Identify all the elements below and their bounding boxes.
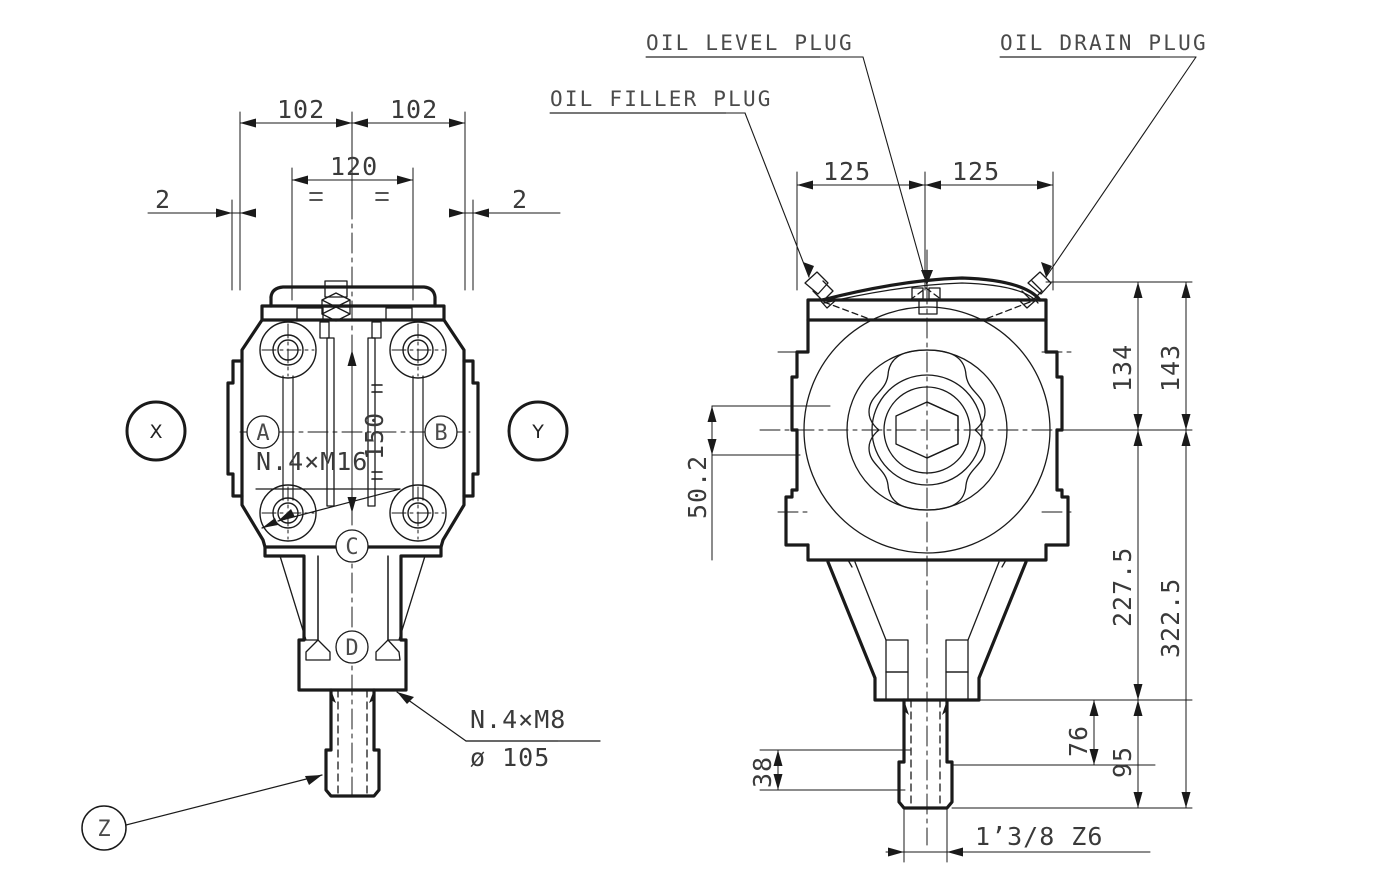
oil-level-plug-label: OIL LEVEL PLUG (646, 31, 854, 55)
plug-leader-arrowheads (803, 262, 1052, 285)
dim-120: 120 (330, 152, 378, 181)
dim-2-right: 2 (512, 185, 528, 214)
balloon-y-label: Y (531, 421, 544, 443)
balloon-b-label: B (434, 421, 447, 446)
m16-leader (255, 488, 401, 522)
text-layer: OIL LEVEL PLUG OIL FILLER PLUG OIL DRAIN… (97, 31, 1208, 851)
dim-150: 150 (360, 412, 389, 460)
balloon-z[interactable] (81, 805, 127, 851)
dim-102-left: 102 (277, 95, 325, 124)
dim-227-5: 227.5 (1108, 547, 1137, 627)
balloon-b[interactable] (424, 415, 458, 449)
left-view-housing-details (279, 280, 426, 794)
note-dia-105: ø 105 (470, 743, 550, 772)
dim-2-left: 2 (155, 185, 171, 214)
dim-322-5: 322.5 (1156, 578, 1185, 658)
left-dim-arrowheads (216, 118, 489, 218)
balloon-d[interactable] (335, 630, 369, 664)
right-view-vert-arrowheads (1089, 282, 1191, 808)
dim-143: 143 (1156, 344, 1185, 392)
balloon-c-label: C (345, 535, 358, 560)
note-n4xm16: N.4×M16 (256, 447, 368, 476)
right-view-group (549, 56, 1197, 863)
left-view-dimension-lines (147, 111, 561, 301)
right-view-50-2-dimension (711, 405, 831, 561)
z-leader (125, 774, 323, 826)
dim-134: 134 (1108, 344, 1137, 392)
balloon-x-label: X (149, 421, 162, 443)
dim-125-right: 125 (952, 157, 1000, 186)
label-underlines (466, 56, 1160, 742)
balloon-c[interactable] (335, 529, 369, 563)
balloon-z-label: Z (97, 817, 110, 842)
left-view-bolt-bosses (259, 321, 447, 542)
note-spline: 1’3/8 Z6 (975, 822, 1103, 851)
oil-filler-plug-label: OIL FILLER PLUG (550, 87, 773, 111)
dim-102-right: 102 (390, 95, 438, 124)
note-n4xm8: N.4×M8 (470, 705, 566, 734)
symmetry-ticks (309, 192, 389, 480)
balloon-d-label: D (345, 636, 358, 661)
dim-50-2: 50.2 (683, 455, 712, 519)
dim-125-left: 125 (823, 157, 871, 186)
balloon-x[interactable] (125, 400, 187, 462)
spline-dimension (885, 807, 1151, 863)
balloon-a[interactable] (246, 415, 280, 449)
right-view-vertical-dimensions (951, 281, 1193, 809)
left-view-group (81, 111, 601, 851)
oil-drain-plug-label: OIL DRAIN PLUG (1000, 31, 1208, 55)
dim-95: 95 (1108, 746, 1137, 778)
balloon-a-label: A (256, 421, 269, 446)
dim-38: 38 (748, 756, 777, 788)
balloon-y[interactable] (507, 400, 569, 462)
dim-76: 76 (1064, 725, 1093, 757)
